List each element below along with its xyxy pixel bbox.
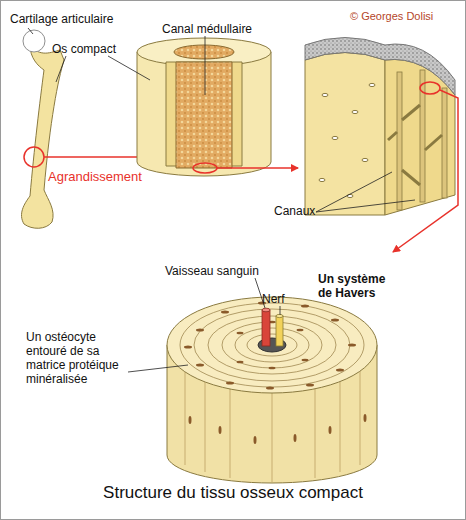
caption: Structure du tissu osseux compact (0, 483, 466, 503)
part-label: Vaisseau sanguin (165, 264, 275, 278)
structure-title: Un système de Havers (318, 272, 396, 300)
copyright: © Georges Dolisi (350, 9, 460, 23)
part-label: Nerf (262, 292, 302, 306)
part-label: Os compact (52, 42, 142, 56)
part-label: Canal médullaire (162, 22, 282, 36)
part-label: Cartilage articulaire (10, 12, 150, 26)
part-label: Canaux (274, 204, 334, 218)
haversian-system (167, 297, 377, 483)
zoom-label: Agrandissement (48, 170, 168, 184)
bone-section (137, 38, 271, 176)
femur (22, 30, 64, 228)
zoom-arrow (393, 90, 458, 252)
leader-lines (28, 28, 415, 372)
part-label: Un ostéocyte entouré de sa matrice proté… (26, 330, 128, 386)
compact-block (305, 38, 455, 216)
zoom-arrow (217, 167, 298, 169)
